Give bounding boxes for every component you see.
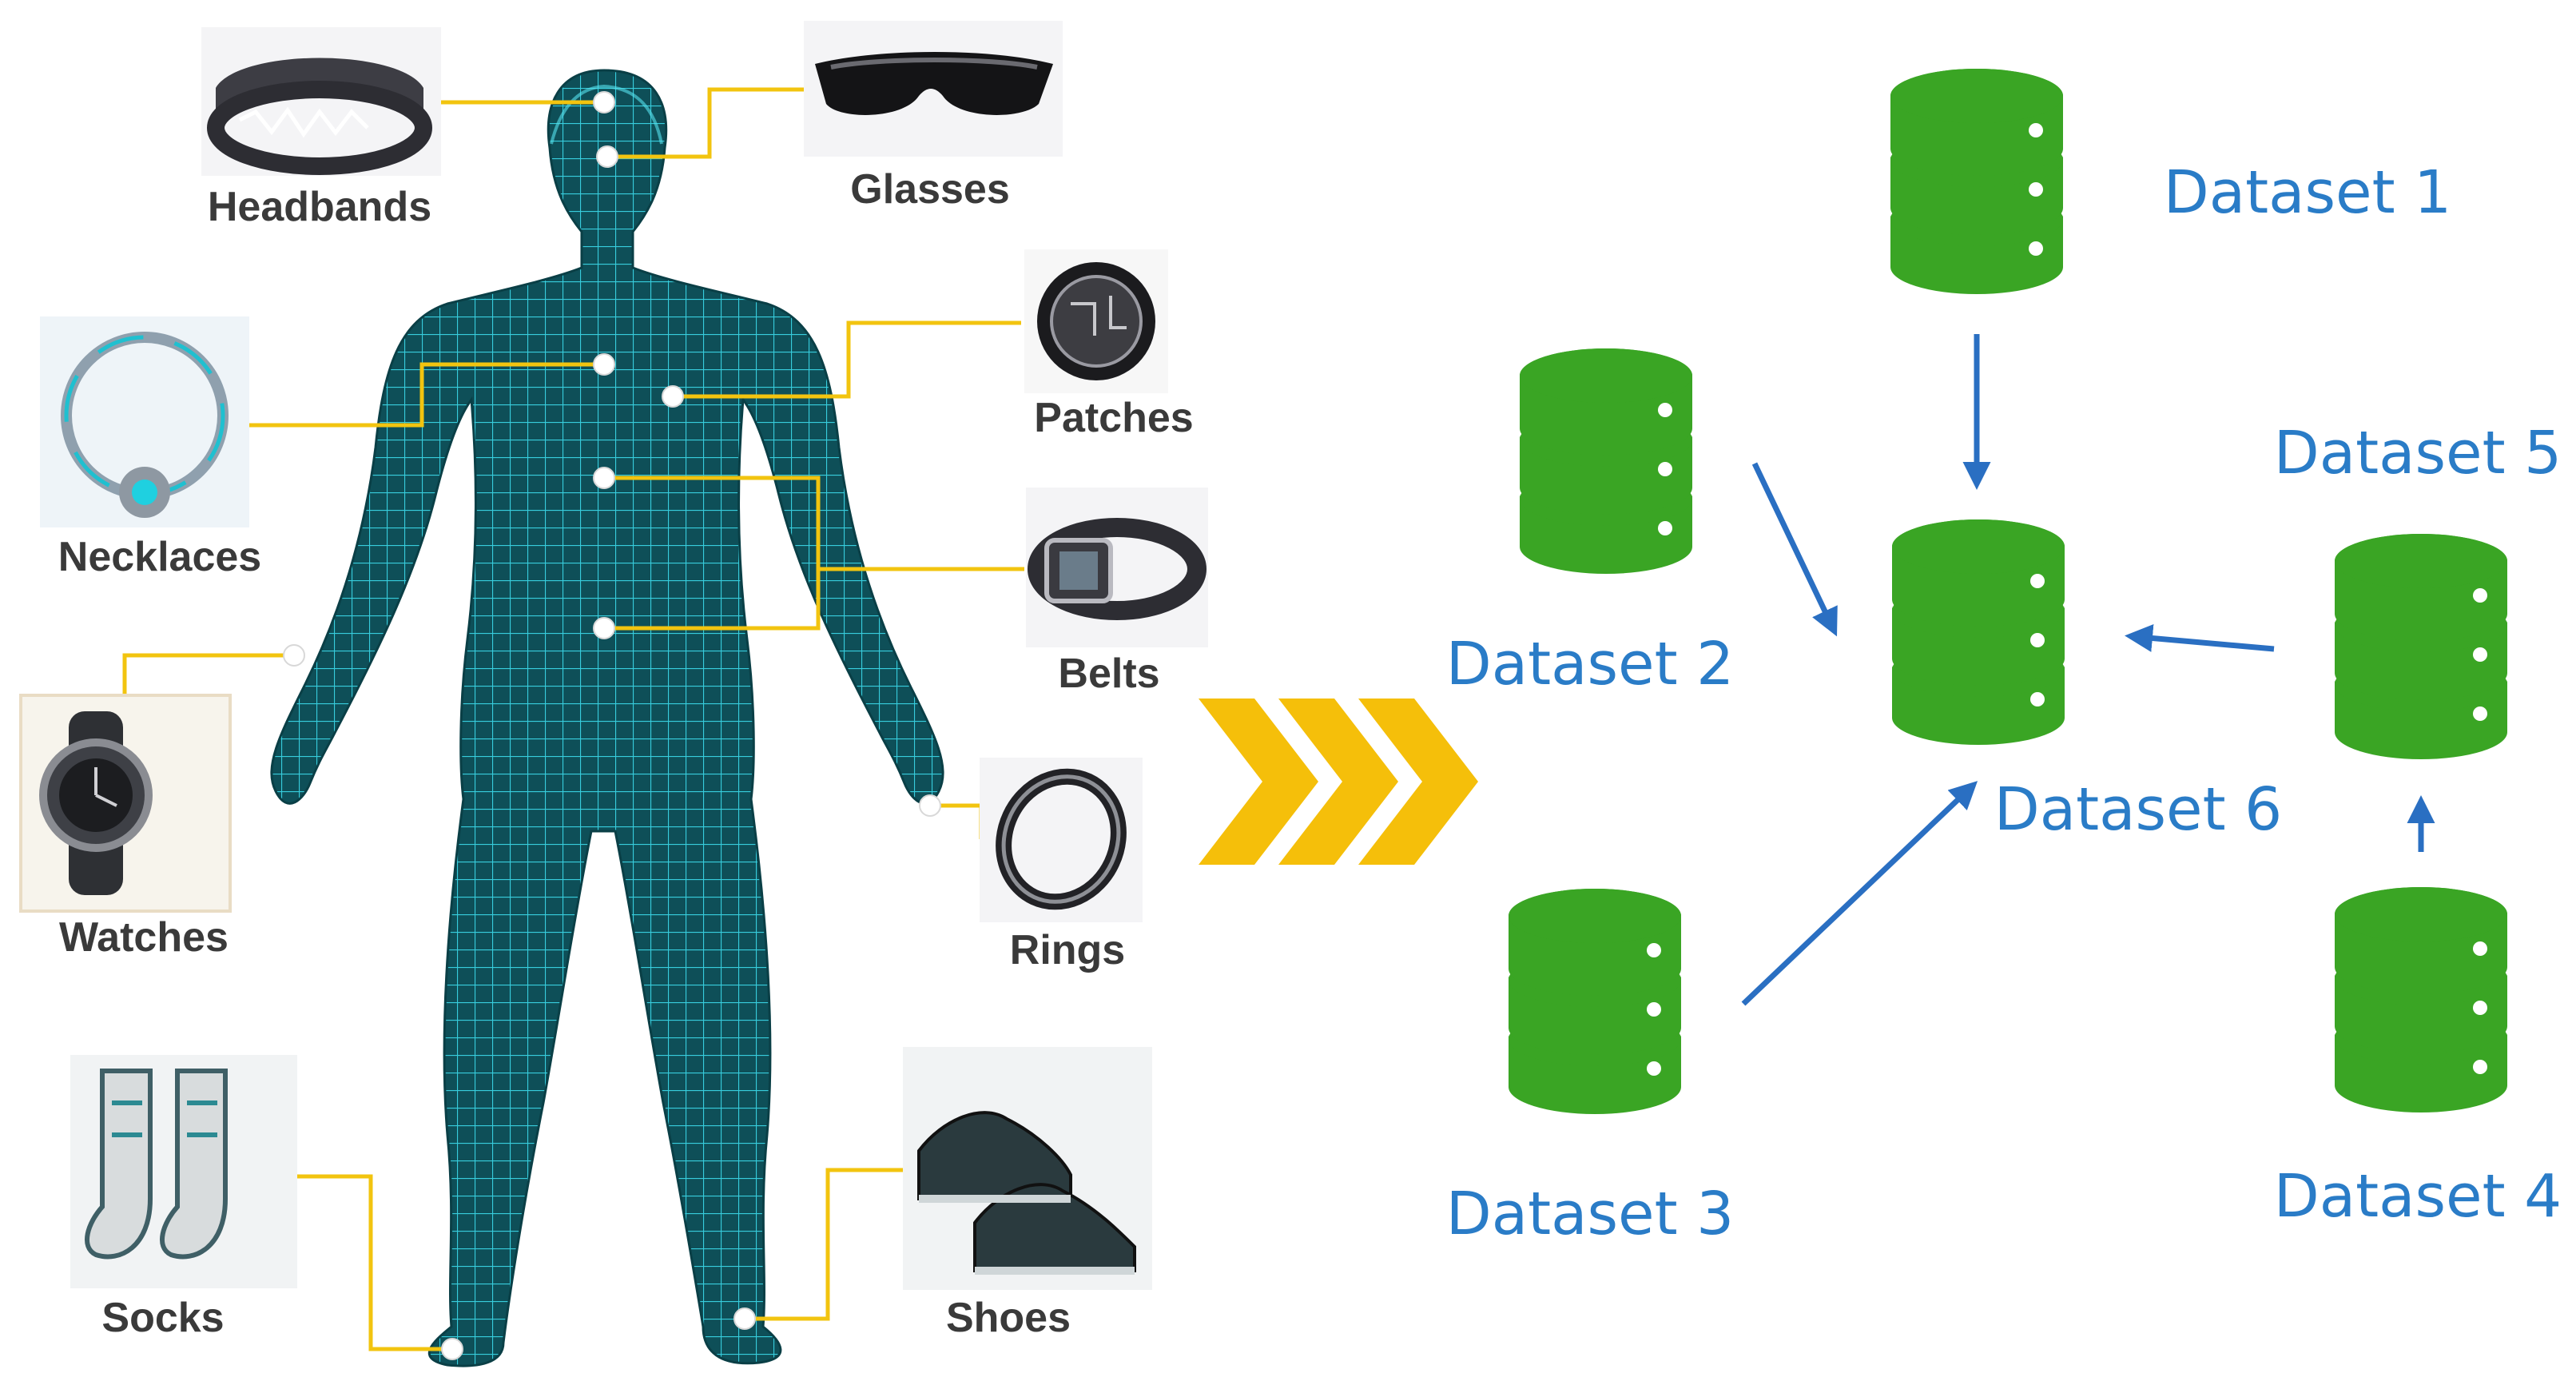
label-socks: Socks: [101, 1295, 224, 1341]
connector-necklace: [249, 362, 604, 428]
database-icon-ds4: [2335, 887, 2507, 1112]
necklace-icon: [40, 316, 249, 527]
connector-lines: [122, 87, 1024, 1351]
chevron-arrows-icon: [1199, 698, 1478, 865]
connector-patch: [673, 320, 1021, 399]
database-icon-ds5: [2335, 534, 2507, 759]
label-dataset-3: Dataset 3: [1446, 1180, 1734, 1248]
label-watches: Watches: [59, 914, 229, 961]
connector-shoes: [745, 1168, 903, 1321]
label-dataset-6: Dataset 6: [1994, 775, 2282, 844]
label-necklaces: Necklaces: [58, 534, 261, 580]
label-dataset-1: Dataset 1: [2164, 158, 2451, 227]
edge-ds2-to-ds6: [1751, 462, 1838, 637]
ring-icon: [980, 758, 1143, 922]
edge-ds5-to-ds6: [2125, 624, 2275, 652]
connector-dots: [283, 91, 941, 1360]
shoes-icon: [903, 1047, 1152, 1290]
connector-socks: [297, 1174, 452, 1351]
watch-icon: [19, 694, 232, 913]
label-rings: Rings: [1010, 927, 1125, 973]
edge-ds3-to-ds6: [1741, 781, 1978, 1006]
database-icon-ds1: [1890, 69, 2063, 294]
label-shoes: Shoes: [946, 1295, 1071, 1341]
connector-belt: [604, 476, 1024, 631]
connector-glasses: [607, 87, 805, 159]
label-headbands: Headbands: [208, 184, 431, 230]
dataset-edges: [1741, 334, 2435, 1006]
database-icon-ds3: [1509, 889, 1681, 1114]
label-glasses: Glasses: [850, 166, 1010, 213]
label-belts: Belts: [1058, 651, 1159, 697]
label-patches: Patches: [1034, 395, 1193, 441]
database-icon-ds6: [1892, 519, 2065, 745]
smart-glasses-icon: [804, 21, 1063, 157]
belt-icon: [1026, 488, 1208, 647]
connector-watch: [122, 653, 294, 695]
dataset-network: [1509, 69, 2507, 1114]
patch-icon: [1024, 249, 1168, 393]
label-dataset-5: Dataset 5: [2274, 419, 2562, 488]
database-icon-ds2: [1520, 348, 1692, 574]
headband-icon: [201, 27, 441, 176]
label-dataset-4: Dataset 4: [2274, 1162, 2562, 1231]
human-body-mesh: [270, 69, 944, 1367]
socks-icon: [70, 1055, 297, 1288]
label-dataset-2: Dataset 2: [1446, 630, 1734, 698]
dataset-labels: Dataset 1 Dataset 2 Dataset 3 Dataset 4 …: [1446, 158, 2562, 1248]
device-labels: Headbands Glasses Patches Necklaces Belt…: [58, 166, 1194, 1341]
